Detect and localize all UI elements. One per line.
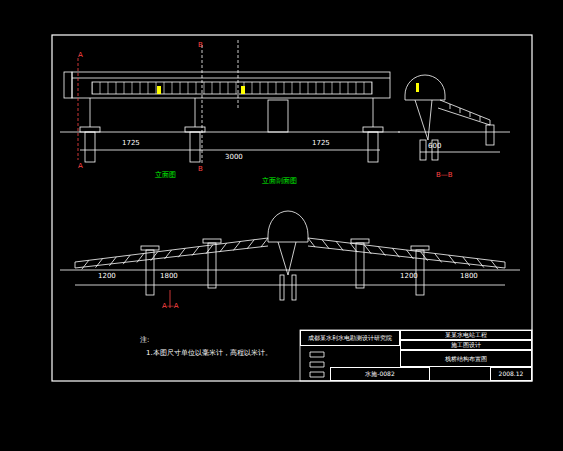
- cell-text: 成都某水利水电勘测设计研究院: [308, 335, 392, 341]
- cell-text: 栈桥结构布置图: [445, 356, 487, 362]
- drawing-label: 1.本图尺寸单位以毫米计，高程以米计。: [146, 350, 272, 357]
- cell-text: 2008.12: [499, 371, 524, 377]
- title-block-cell: 某某水电站工程: [400, 330, 532, 340]
- drawing-label: 600: [428, 143, 441, 150]
- drawing-label: A: [78, 52, 83, 59]
- drawing-label: 1200: [98, 273, 116, 280]
- title-block-cell: 2008.12: [490, 367, 532, 381]
- cell-text: 水施-0082: [365, 371, 394, 377]
- title-block-cell: 成都某水利水电勘测设计研究院: [300, 330, 400, 346]
- title-block-cell: 施工图设计: [400, 340, 532, 350]
- cell-text: 施工图设计: [451, 342, 481, 348]
- drawing-label: 3000: [225, 154, 243, 161]
- drawing-label: 1725: [122, 140, 140, 147]
- drawing-label: 1800: [160, 273, 178, 280]
- title-block-cell: 水施-0082: [330, 367, 430, 381]
- drawing-label: A—A: [162, 303, 179, 310]
- drawing-label: 1800: [460, 273, 478, 280]
- drawing-label: B—B: [436, 172, 453, 179]
- drawing-label: 1725: [312, 140, 330, 147]
- drawing-label: A: [78, 163, 83, 170]
- drawing-label: 立面图: [155, 172, 176, 179]
- drawing-label: 注:: [140, 337, 149, 344]
- title-block-cell: 栈桥结构布置图: [400, 350, 532, 367]
- drawing-label: 1200: [400, 273, 418, 280]
- drawing-label: B: [198, 42, 203, 49]
- drawing-label: 立面剖面图: [262, 178, 297, 185]
- drawing-label: B: [198, 166, 203, 173]
- cell-text: 某某水电站工程: [445, 332, 487, 338]
